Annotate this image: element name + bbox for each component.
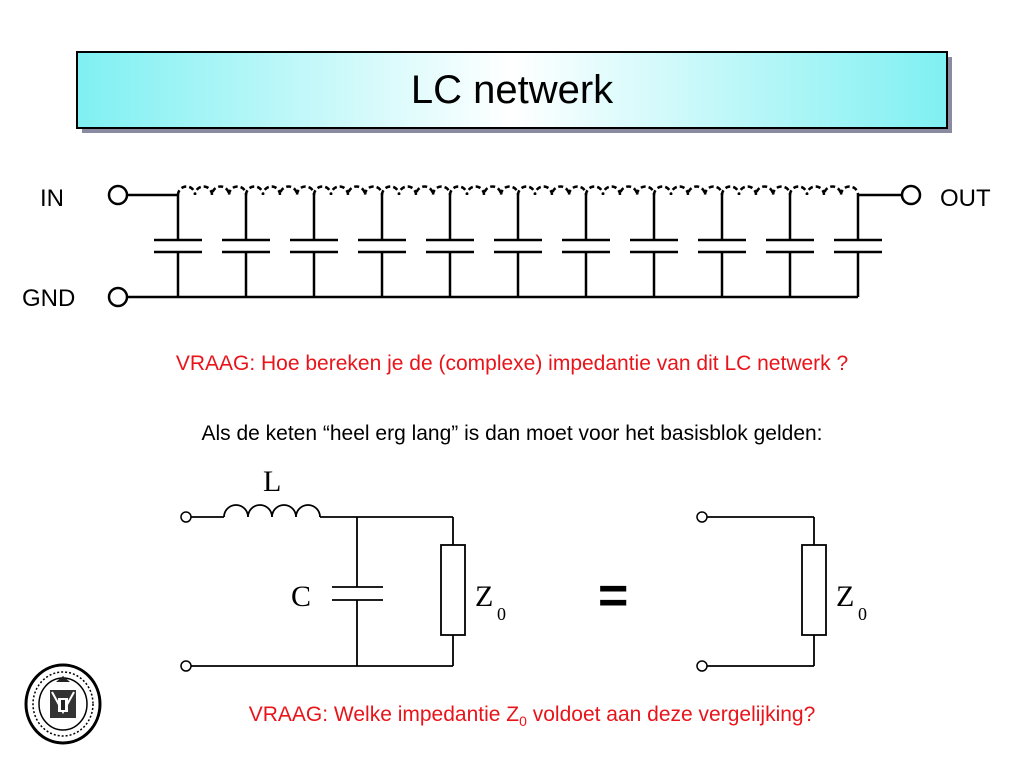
ladder-inductor — [176, 185, 248, 196]
ladder-stages — [127, 185, 902, 297]
statement: Als de keten “heel erg lang” is dan moet… — [201, 422, 823, 445]
block-input-terminal-bottom — [180, 660, 192, 672]
inductor-coil — [223, 504, 321, 518]
ladder-inductor — [380, 185, 452, 196]
question-2-suffix: voldoet aan deze vergelijking? — [526, 703, 816, 726]
in-label: IN — [40, 185, 64, 212]
question-1: VRAAG: Hoe bereken je de (complexe) impe… — [175, 352, 849, 375]
ladder-inductor — [584, 185, 656, 196]
load-subscript: 0 — [497, 604, 506, 624]
ladder-inductor — [516, 185, 588, 196]
ladder-inductor — [652, 185, 724, 196]
ladder-inductor — [244, 185, 316, 196]
equiv-terminal-bottom — [696, 660, 708, 672]
equiv-load-label: Z — [836, 580, 854, 613]
ladder-inductor — [312, 185, 384, 196]
equiv-load-subscript: 0 — [858, 604, 867, 624]
load-label: Z — [475, 580, 493, 613]
inductor-label: L — [263, 465, 281, 498]
lc-ladder-diagram: IN OUT GND — [22, 184, 991, 312]
gnd-label: GND — [22, 285, 75, 312]
title-box: LC netwerk — [76, 51, 948, 129]
ladder-inductor — [448, 185, 520, 196]
page-title: LC netwerk — [410, 67, 614, 112]
university-seal-icon — [24, 663, 102, 745]
ladder-inductor — [788, 185, 860, 196]
out-label: OUT — [940, 185, 991, 212]
question-2-subscript: 0 — [519, 713, 527, 730]
question-2: VRAAG: Welke impedantie Z0 voldoet aan d… — [0, 703, 1024, 729]
equiv-resistor — [801, 544, 827, 636]
block-input-terminal-top — [180, 511, 192, 523]
ladder-inductor — [720, 185, 792, 196]
equals-sign: = — [598, 567, 628, 625]
equiv-terminal-top — [696, 511, 708, 523]
capacitor-label: C — [291, 580, 311, 613]
load-resistor — [440, 544, 466, 636]
question-2-prefix: VRAAG: Welke impedantie Z — [248, 703, 520, 726]
